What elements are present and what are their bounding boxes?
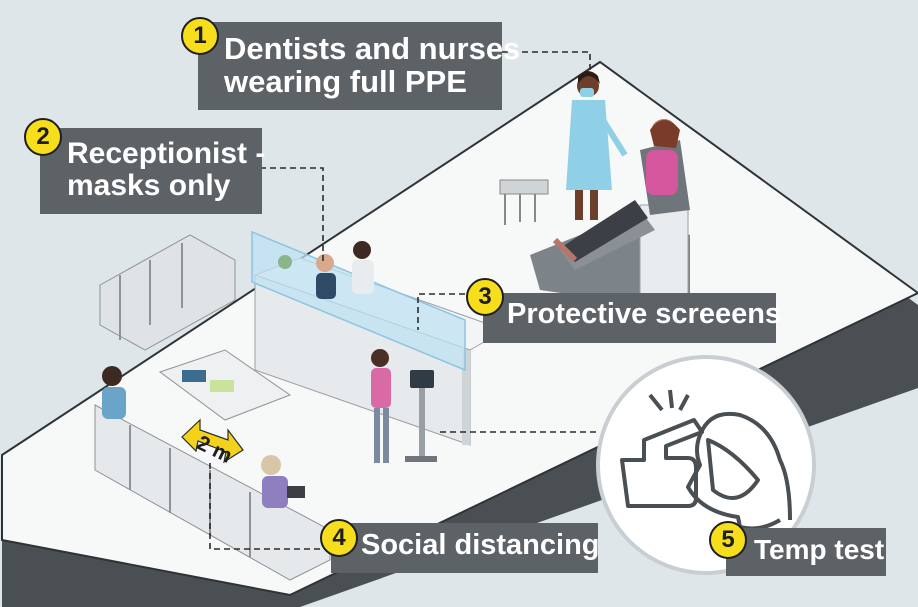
- receptionist-figures: [278, 241, 374, 299]
- callout-1-ppe: Dentists and nurses wearing full PPE: [198, 22, 521, 110]
- callout-3-line-1: Protective screeens: [507, 298, 782, 330]
- callout-1-line-1: Dentists and nurses: [224, 31, 521, 66]
- seated-figures: [102, 366, 305, 508]
- badge-4: 4: [320, 519, 358, 557]
- leader-lines: [209, 51, 600, 550]
- visitor-figure: [371, 349, 391, 463]
- callout-2-line-2: masks only: [67, 169, 231, 203]
- badge-2: 2: [24, 118, 62, 156]
- protective-screen: [251, 230, 466, 372]
- temp-test-inset: [596, 355, 816, 575]
- badge-1: 1: [181, 17, 219, 55]
- callout-1-line-2: wearing full PPE: [224, 64, 467, 100]
- callout-5-temp-test: Temp test: [726, 528, 886, 576]
- temperature-kiosk: [405, 370, 437, 462]
- waiting-chairs: [99, 234, 236, 351]
- dental-chair: [499, 119, 690, 300]
- front-chairs: [94, 404, 331, 581]
- distance-arrow: [181, 418, 244, 464]
- callout-2-line-1: Receptionist -: [67, 137, 266, 170]
- callout-5-line-1: Temp test: [754, 534, 885, 565]
- callout-4-distancing: Social distancing: [331, 523, 600, 573]
- dentist-figure: [566, 71, 628, 220]
- badge-5: 5: [709, 521, 747, 559]
- callout-3-screens: Protective screeens: [483, 293, 782, 343]
- thermometer-gun-icon: [620, 389, 704, 508]
- coffee-table: [158, 349, 292, 421]
- callout-4-line-1: Social distancing: [361, 529, 600, 561]
- masked-face-icon: [686, 412, 792, 531]
- callout-2-receptionist: Receptionist - masks only: [40, 128, 266, 214]
- badge-3: 3: [466, 278, 504, 316]
